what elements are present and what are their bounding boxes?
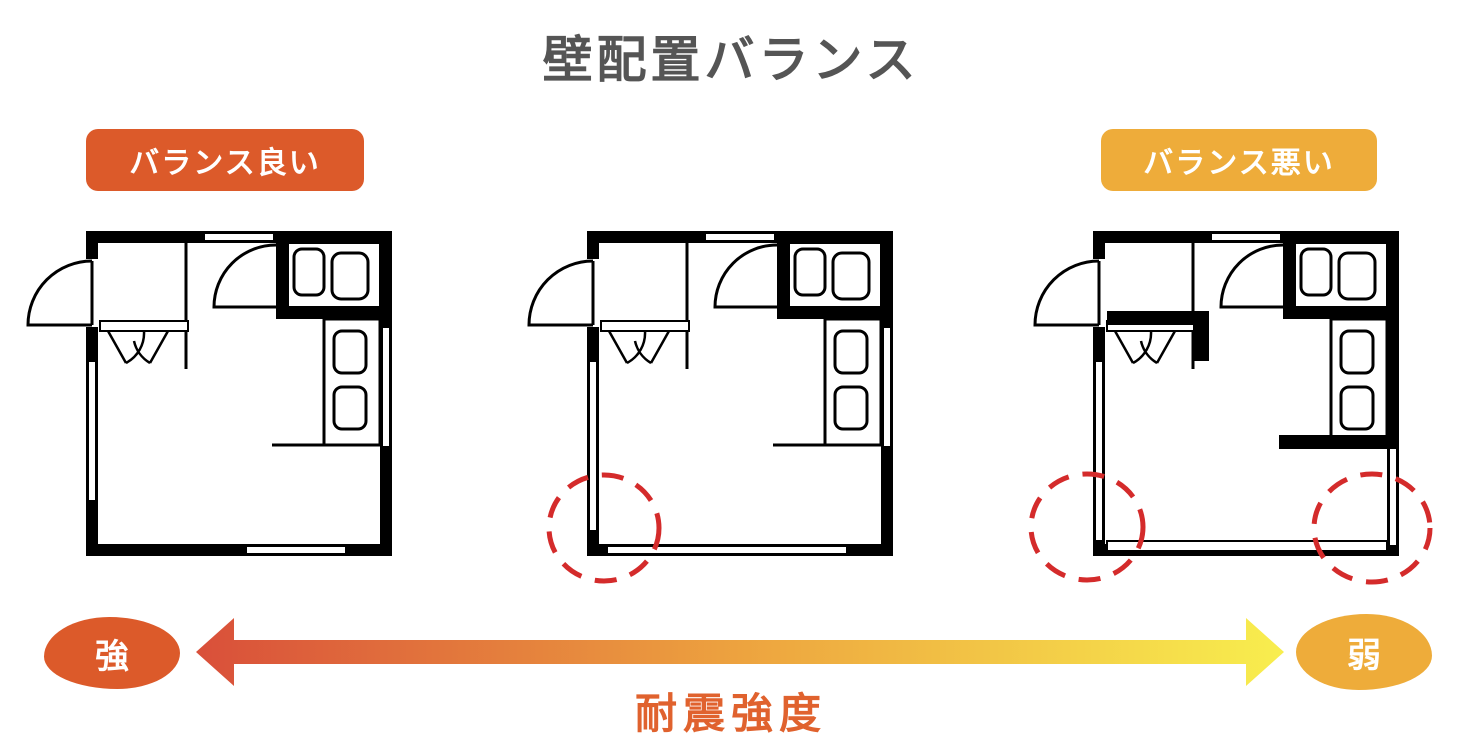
weak-label: 弱 [1296,614,1432,690]
floor-plan-balanced [26,229,394,558]
floor-plan-unbalanced [1033,229,1401,558]
floor-plan-medium [527,229,895,558]
strength-gradient-arrow [196,618,1284,686]
axis-label: 耐震強度 [634,689,827,738]
weak-corner-highlight [1028,471,1146,583]
weak-corner-highlight [546,472,662,584]
balance-good-label: バランス良い [86,129,364,191]
weak-corner-highlight [1311,471,1433,585]
strong-label: 強 [44,617,180,689]
balance-bad-label: バランス悪い [1101,129,1377,191]
page-title: 壁配置バランス [542,31,920,89]
